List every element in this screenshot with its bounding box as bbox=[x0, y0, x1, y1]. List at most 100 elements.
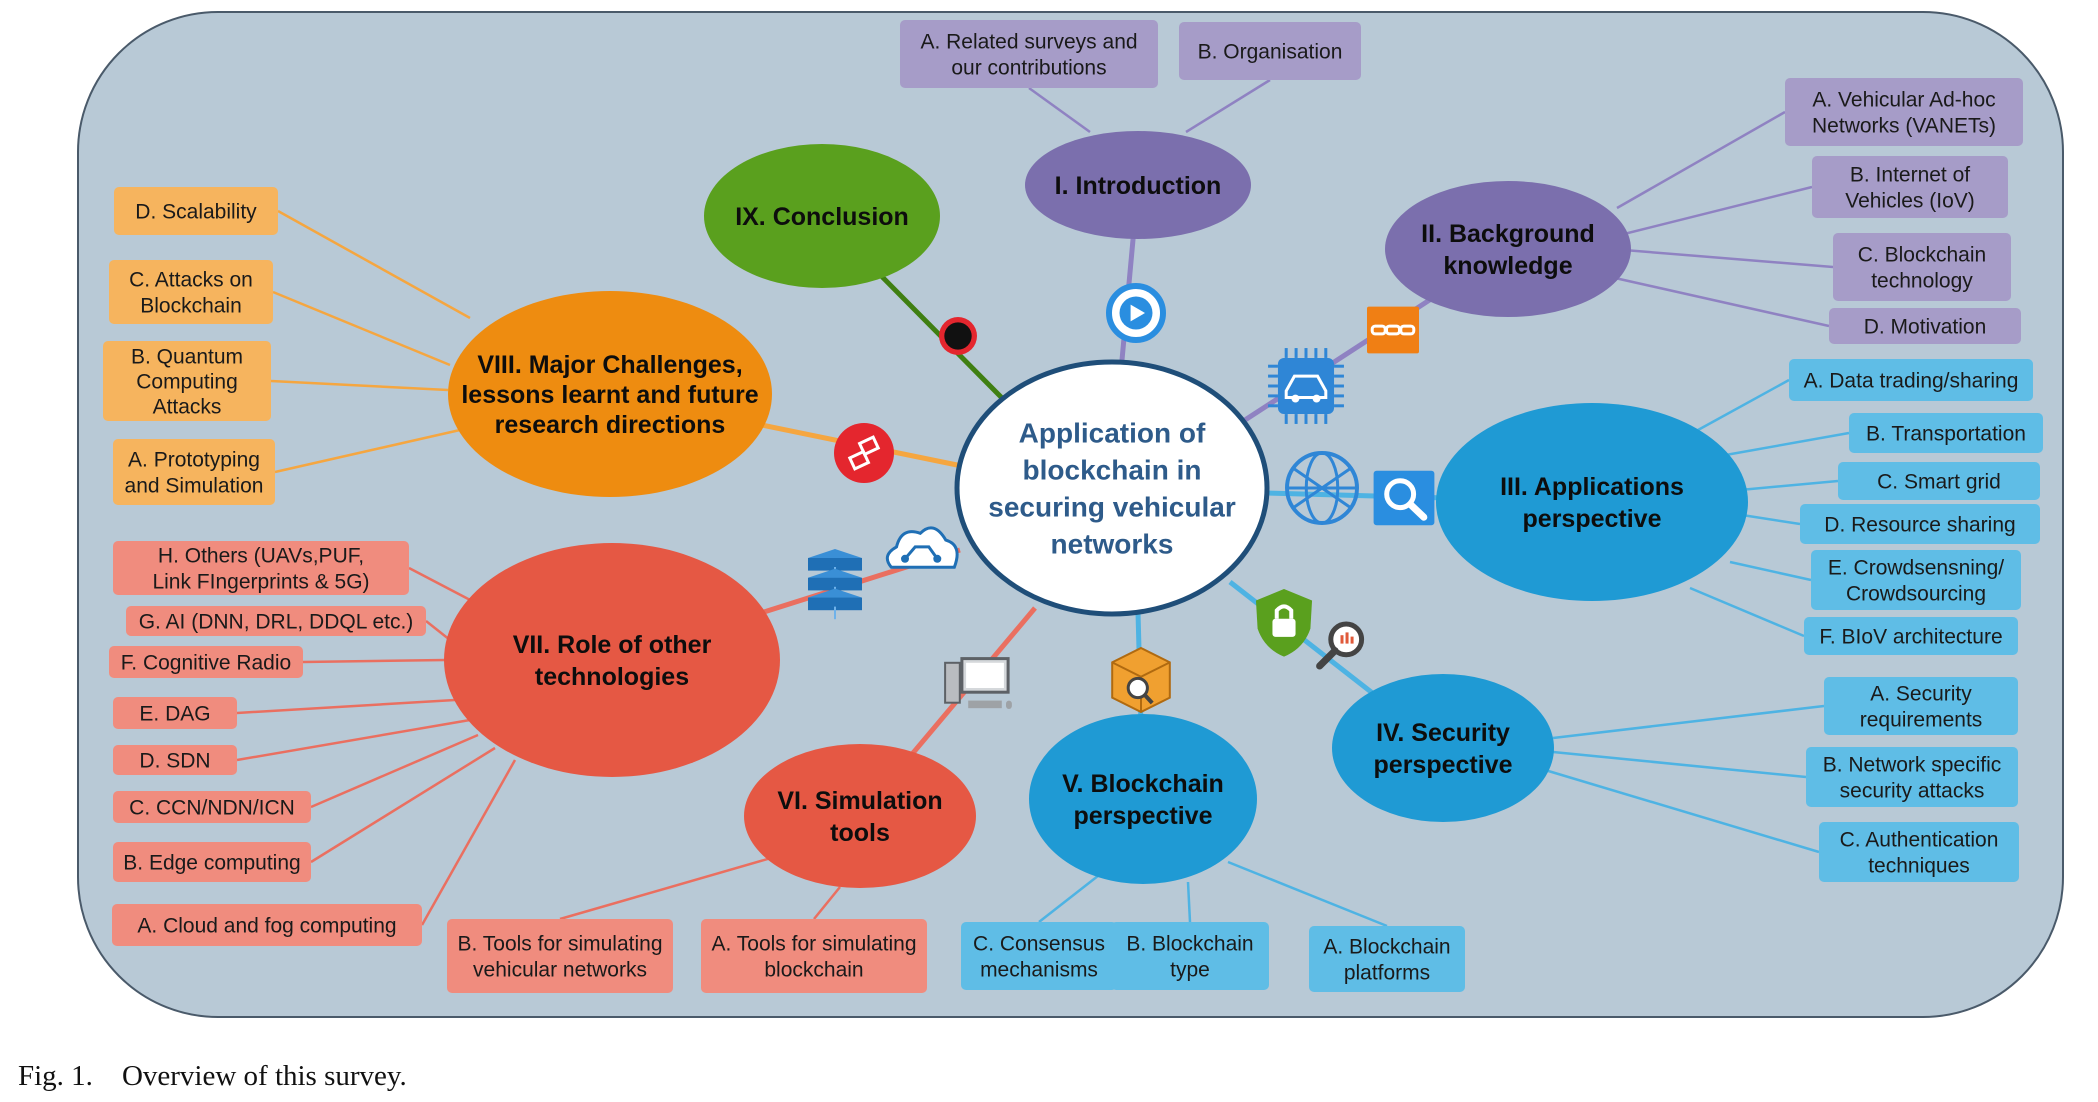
challenges-child-box-bg bbox=[103, 341, 271, 421]
introduction-child-connector bbox=[1028, 86, 1091, 134]
applications-child-box-bg bbox=[1804, 617, 2018, 655]
technologies-child-box-bg bbox=[113, 697, 237, 729]
technologies-child-label: A. Cloud and fog computing bbox=[137, 914, 396, 937]
center-ellipse bbox=[954, 359, 1270, 617]
technologies-child-box-bg bbox=[126, 606, 426, 636]
technologies-child-connector bbox=[302, 658, 447, 664]
challenges-branch-ellipse bbox=[448, 291, 772, 497]
security-child-box-bg bbox=[1806, 747, 2018, 807]
introduction-child-box-bg bbox=[1179, 22, 1361, 80]
applications-child-connector bbox=[1741, 513, 1801, 526]
introduction-child-connector bbox=[1185, 78, 1271, 134]
security-child-box-bg bbox=[1819, 822, 2019, 882]
applications-child-connector bbox=[1689, 586, 1805, 638]
applications-child-label: A. Data trading/sharing bbox=[1804, 369, 2019, 392]
applications-child-box-bg bbox=[1811, 550, 2021, 610]
technologies-child-box-bg bbox=[113, 842, 311, 882]
technologies-child-connector bbox=[236, 718, 471, 762]
applications-child-label: F. BIoV architecture bbox=[1819, 625, 2002, 648]
challenges-child-connector bbox=[270, 379, 449, 392]
applications-child-connector bbox=[1697, 378, 1790, 432]
security-branch-ellipse bbox=[1332, 674, 1554, 822]
applications-child-label: E. Crowdsensning/Crowdsourcing bbox=[1828, 556, 2004, 605]
blockchain-child-box-bg bbox=[1111, 922, 1269, 990]
applications-child-box-bg bbox=[1849, 413, 2043, 453]
figure-caption: Fig. 1. Overview of this survey. bbox=[18, 1060, 407, 1093]
applications-child-box: D. Resource sharing bbox=[1800, 504, 2040, 544]
background-child-connector bbox=[1614, 276, 1830, 328]
applications-child-label: C. Smart grid bbox=[1877, 470, 2001, 493]
simulation-child-box-bg bbox=[447, 919, 673, 993]
play-icon bbox=[1106, 283, 1166, 343]
background-child-box-bg bbox=[1833, 233, 2011, 301]
applications-child-connector bbox=[1719, 431, 1850, 458]
car-chip-icon bbox=[1268, 348, 1344, 424]
applications-child-box-bg bbox=[1800, 504, 2040, 544]
applications-child-connector bbox=[1739, 479, 1839, 492]
security-child-connector bbox=[1544, 768, 1820, 854]
simulation-child-connector bbox=[559, 854, 779, 921]
technologies-child-connector bbox=[236, 698, 456, 715]
challenges-child-box: D. Scalability bbox=[114, 187, 278, 235]
applications-branch-ellipse bbox=[1436, 403, 1748, 601]
technologies-child-label: G. AI (DNN, DRL, DDQL etc.) bbox=[139, 610, 414, 633]
technologies-child-label: E. DAG bbox=[139, 702, 210, 725]
chain-link-icon bbox=[1367, 306, 1419, 354]
background-child-connector bbox=[1623, 248, 1834, 269]
technologies-branch-ellipse bbox=[444, 543, 780, 777]
technologies-child-connector bbox=[420, 759, 517, 926]
simulation-branch-ellipse bbox=[744, 744, 976, 888]
introduction-branch-node: I. Introduction bbox=[1025, 131, 1251, 239]
technologies-child-label: F. Cognitive Radio bbox=[121, 651, 291, 674]
security-child-connector bbox=[1552, 704, 1825, 740]
introduction-branch-label: I. Introduction bbox=[1055, 172, 1222, 200]
background-child-box-bg bbox=[1829, 308, 2021, 344]
introduction-branch-ellipse bbox=[1025, 131, 1251, 239]
introduction-child-box-bg bbox=[900, 20, 1158, 88]
challenges-branch-label: VIII. Major Challenges,lessons learnt an… bbox=[461, 351, 758, 439]
applications-child-box: A. Data trading/sharing bbox=[1789, 359, 2033, 401]
technologies-child-box-bg bbox=[113, 791, 311, 823]
technologies-child-box: E. DAG bbox=[113, 697, 237, 729]
blockchain-cube-icon bbox=[1111, 646, 1171, 714]
icon-layer bbox=[808, 283, 1435, 714]
challenges-child-box-bg bbox=[114, 187, 278, 235]
simulation-child-connector bbox=[813, 886, 841, 920]
technologies-child-box: A. Cloud and fog computing bbox=[112, 904, 422, 946]
computer-icon bbox=[944, 657, 1012, 709]
background-child-box-bg bbox=[1812, 156, 2008, 218]
database-blocks-icon bbox=[808, 549, 862, 620]
background-child-box: D. Motivation bbox=[1829, 308, 2021, 344]
technologies-child-label: B. Edge computing bbox=[123, 851, 300, 874]
cloud-circuit-icon bbox=[885, 526, 959, 569]
technologies-child-box-bg bbox=[113, 541, 409, 595]
technologies-child-connector bbox=[310, 746, 496, 864]
background-child-label: D. Motivation bbox=[1864, 315, 1987, 338]
analytics-magnifier-icon bbox=[1316, 621, 1365, 670]
